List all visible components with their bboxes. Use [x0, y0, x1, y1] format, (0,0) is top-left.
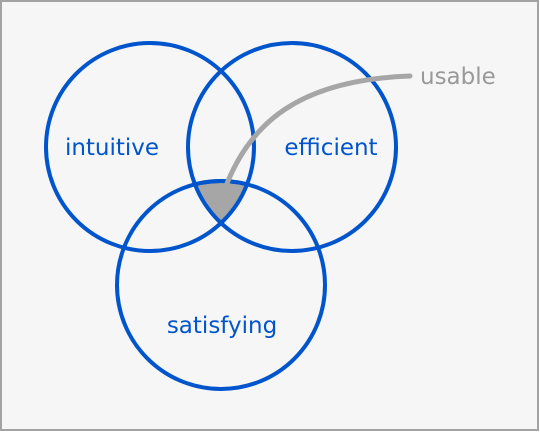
circle-intuitive	[44, 41, 256, 253]
pointer-curve	[220, 73, 413, 197]
circle-satisfying	[115, 179, 327, 391]
circle-efficient	[186, 41, 398, 253]
label-efficient: efficient	[284, 135, 377, 161]
label-intuitive: intuitive	[65, 135, 159, 161]
label-satisfying: satisfying	[167, 313, 277, 339]
label-usable: usable	[420, 64, 496, 90]
